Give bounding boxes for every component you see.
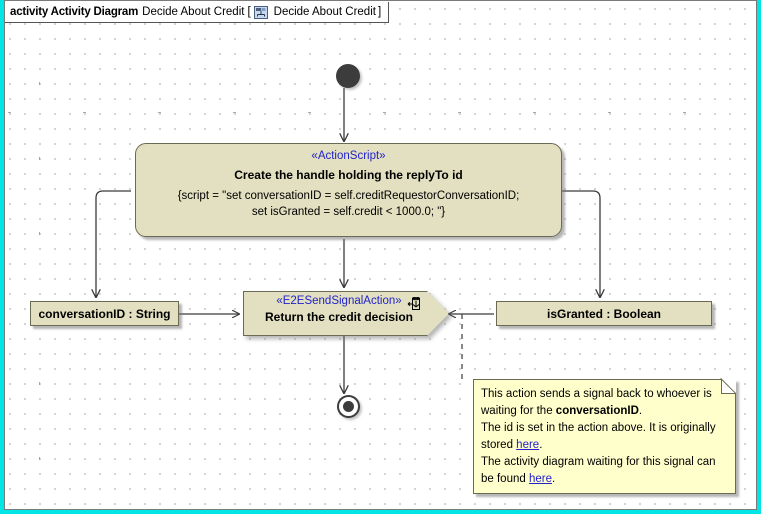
activity-diagram-icon [253, 5, 268, 19]
action-node-create-handle[interactable]: «ActionScript» Create the handle holding… [135, 143, 562, 237]
diagram-tab-owner: Decide About Credit [273, 6, 376, 18]
note-comment[interactable]: This action sends a signal back to whoev… [473, 379, 736, 494]
initial-node[interactable] [336, 64, 360, 88]
diagram-tab-bracket-close: ] [377, 6, 382, 18]
action-script-line-1: {script = "set conversationID = self.cre… [177, 190, 520, 202]
note-line-2-prefix: waiting for the [481, 405, 556, 417]
note-line-4-prefix: stored [481, 439, 517, 451]
send-signal-stereotype: «E2ESendSignalAction» [276, 295, 402, 307]
edge-action-to-pin-left [96, 190, 131, 297]
diagram-canvas[interactable]: «ActionScript» Create the handle holding… [4, 0, 757, 510]
note-line-1-text: This action sends a signal back to whoev… [481, 388, 712, 400]
note-line-4: stored here. [481, 437, 727, 454]
object-node-is-granted-label: isGranted : Boolean [546, 306, 662, 321]
note-line-5: The activity diagram waiting for this si… [481, 454, 727, 471]
note-line-4-suffix: . [539, 439, 543, 451]
action-title: Create the handle holding the replyTo id [234, 168, 463, 182]
send-signal-action-node[interactable]: «E2ESendSignalAction» Return the credit … [243, 291, 449, 336]
diagram-tab-bracket-open: [ [247, 6, 251, 18]
note-line-1: This action sends a signal back to whoev… [481, 386, 727, 403]
note-line-6-suffix: . [552, 473, 556, 485]
note-line-2-suffix: . [638, 405, 643, 417]
activity-final-node[interactable] [337, 395, 360, 418]
action-script-body: {script = "set conversationID = self.cre… [136, 188, 561, 220]
note-line-3-text: The id is set in the action above. It is… [481, 422, 716, 434]
note-fold-corner [721, 379, 736, 394]
note-line-2: waiting for the conversationID. [481, 403, 727, 420]
note-link-found-here[interactable]: here [528, 473, 552, 485]
send-signal-text: «E2ESendSignalAction» Return the credit … [243, 291, 449, 336]
action-script-line-2: set isGranted = self.credit < 1000.0; "} [251, 206, 446, 218]
send-signal-icon [407, 297, 420, 310]
edge-action-to-pin-right [562, 190, 600, 297]
note-line-6: be found here. [481, 471, 727, 488]
send-signal-title: Return the credit decision [264, 310, 414, 324]
diagram-tab-name: Decide About Credit [142, 6, 245, 18]
object-node-conversation-id-label: conversationID : String [38, 306, 171, 321]
object-node-is-granted[interactable]: isGranted : Boolean [496, 301, 712, 326]
action-stereotype: «ActionScript» [311, 150, 386, 162]
note-line-3: The id is set in the action above. It is… [481, 420, 727, 437]
diagram-title-tab[interactable]: activity Activity Diagram Decide About C… [5, 2, 390, 23]
note-bold-conversation-id: conversationID [555, 405, 639, 417]
note-line-5-text: The activity diagram waiting for this si… [481, 456, 716, 468]
object-node-conversation-id[interactable]: conversationID : String [30, 301, 179, 326]
diagram-tab-kind: activity Activity Diagram [10, 6, 139, 18]
note-line-6-prefix: be found [481, 473, 529, 485]
note-link-stored-here[interactable]: here [516, 439, 540, 451]
